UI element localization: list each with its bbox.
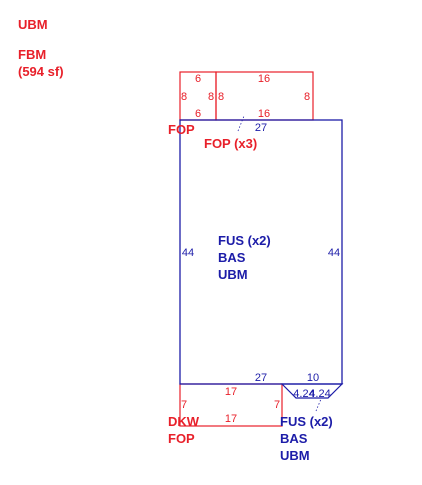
- area-label-fus: FUS (x2): [218, 233, 271, 248]
- dim-top-small-top: 6: [195, 73, 201, 85]
- dim-deck-right: 7: [274, 399, 280, 411]
- leader-top: [237, 115, 245, 132]
- dim-deck-left: 7: [181, 399, 187, 411]
- dim-main-bottom: 27: [255, 372, 267, 384]
- area-label-bump-fus: FUS (x2): [280, 414, 333, 429]
- dim-main-right: 44: [328, 247, 340, 259]
- dim-top-small-left: 8: [181, 91, 187, 103]
- leader-bottom: [315, 398, 322, 412]
- area-label-bas: BAS: [218, 250, 246, 265]
- area-label-ubm: UBM: [218, 267, 248, 282]
- dim-top-big-top: 16: [258, 73, 270, 85]
- dim-top-small-bottom: 6: [195, 108, 201, 120]
- dim-bump-bottom-right: 4.24: [309, 388, 330, 400]
- dim-top-small-right: 8: [208, 91, 214, 103]
- area-label-bump-bas: BAS: [280, 431, 308, 446]
- area-label-deck-fop: FOP: [168, 431, 195, 446]
- legend-fbm: FBM: [18, 47, 47, 62]
- dim-bump-top: 10: [307, 372, 319, 384]
- dim-main-top: 27: [255, 122, 267, 134]
- dim-deck-top: 17: [225, 386, 237, 398]
- area-label-bump-ubm: UBM: [280, 448, 310, 463]
- dim-bump-bottom-left: 4.24: [293, 388, 314, 400]
- dim-top-big-bottom: 16: [258, 108, 270, 120]
- dim-deck-bottom: 17: [225, 413, 237, 425]
- bottom-bump: [280, 383, 344, 399]
- dim-top-big-right: 8: [304, 91, 310, 103]
- area-label-fop-x3: FOP (x3): [204, 136, 258, 151]
- legend-area: (594 sf): [18, 64, 64, 79]
- main-block: [179, 119, 343, 385]
- legend-ubm: UBM: [18, 17, 48, 32]
- area-label-dkw: DKW: [168, 414, 200, 429]
- dim-main-left: 44: [182, 247, 194, 259]
- area-label-fop: FOP: [168, 122, 195, 137]
- dim-top-big-left: 8: [218, 91, 224, 103]
